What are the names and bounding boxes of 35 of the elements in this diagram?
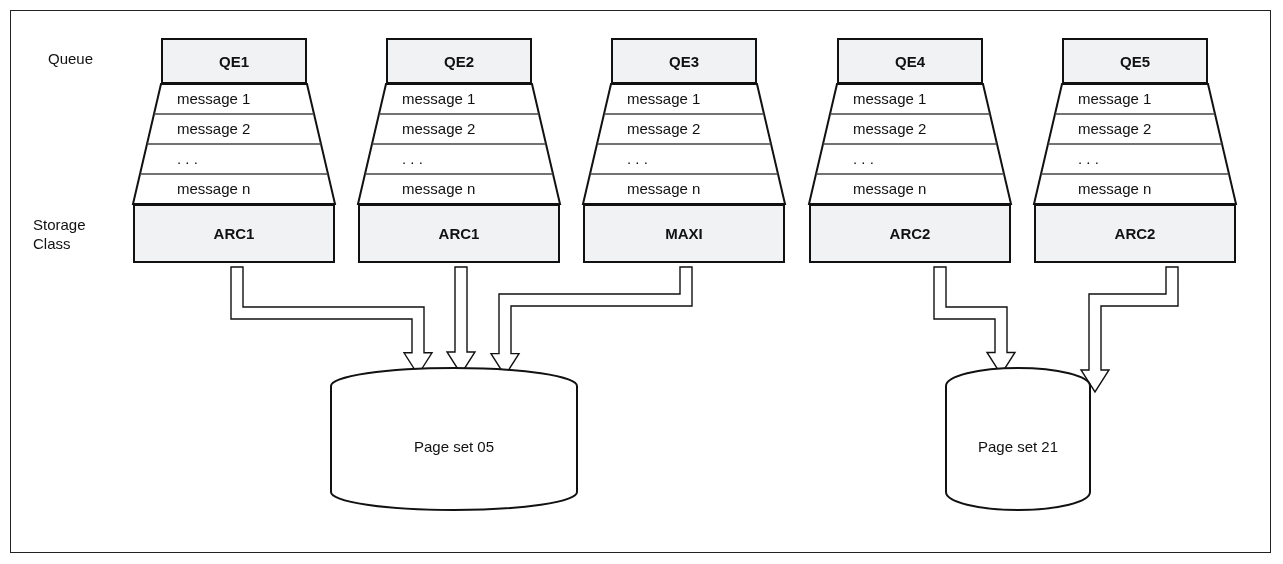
queue-name-box: QE3 bbox=[611, 38, 757, 84]
message-entry: message n bbox=[177, 179, 251, 199]
message-entry: message 1 bbox=[853, 89, 927, 109]
message-entry: . . . bbox=[177, 149, 198, 169]
storage-class-box: ARC2 bbox=[809, 204, 1011, 263]
message-entry: message 2 bbox=[627, 119, 701, 139]
message-entry: message 2 bbox=[1078, 119, 1152, 139]
row-label: Queue bbox=[48, 49, 94, 68]
queue-name-box: QE5 bbox=[1062, 38, 1208, 84]
queue-name-box: QE4 bbox=[837, 38, 983, 84]
message-entry: . . . bbox=[1078, 149, 1099, 169]
queue-name-box: QE2 bbox=[386, 38, 532, 84]
block-arrow bbox=[1079, 266, 1179, 394]
storage-class-box: ARC1 bbox=[133, 204, 335, 263]
message-entry: message n bbox=[627, 179, 701, 199]
message-entry: message 1 bbox=[627, 89, 701, 109]
row-label: Storage Class bbox=[33, 215, 87, 253]
message-entry: . . . bbox=[402, 149, 423, 169]
page-set-label: Page set 05 bbox=[412, 437, 496, 455]
message-entry: message 2 bbox=[402, 119, 476, 139]
message-entry: message 1 bbox=[402, 89, 476, 109]
storage-class-box: ARC1 bbox=[358, 204, 560, 263]
message-entry: message n bbox=[1078, 179, 1152, 199]
message-entry: message n bbox=[402, 179, 476, 199]
message-entry: . . . bbox=[853, 149, 874, 169]
message-entry: . . . bbox=[627, 149, 648, 169]
queue-name-box: QE1 bbox=[161, 38, 307, 84]
message-entry: message 1 bbox=[1078, 89, 1152, 109]
message-entry: message 2 bbox=[177, 119, 251, 139]
message-entry: message n bbox=[853, 179, 927, 199]
message-entry: message 1 bbox=[177, 89, 251, 109]
storage-class-box: ARC2 bbox=[1034, 204, 1236, 263]
page-set-label: Page set 21 bbox=[976, 437, 1060, 455]
message-entry: message 2 bbox=[853, 119, 927, 139]
storage-class-box: MAXI bbox=[583, 204, 785, 263]
